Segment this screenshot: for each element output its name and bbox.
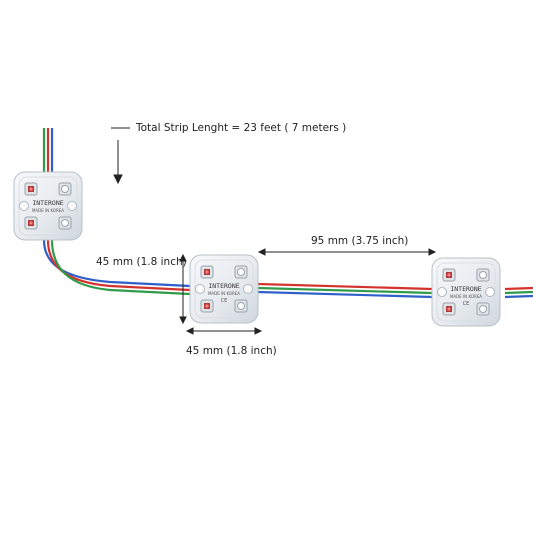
spacing-dimension-label: 95 mm (3.75 inch) — [311, 235, 409, 247]
wire-segment-1 — [42, 239, 191, 296]
width-dimension-arrow — [185, 327, 263, 335]
module-3-made-in: MADE IN KOREA — [450, 294, 482, 299]
wire-segment-2 — [257, 282, 433, 299]
module-1-brand: INTERONE — [32, 199, 63, 207]
total-length-bracket — [111, 127, 130, 185]
spacing-dimension-arrow — [257, 248, 437, 256]
module-3-ce: CE — [463, 301, 470, 307]
led-module-1: INTERONE MADE IN KOREA — [13, 171, 83, 241]
led-module-3: INTERONE MADE IN KOREA CE — [431, 257, 501, 327]
module-3-brand: INTERONE — [450, 285, 481, 293]
led-module-2: INTERONE MADE IN KOREA CE — [189, 254, 259, 324]
wire-tail — [504, 286, 533, 299]
module-2-brand: INTERONE — [208, 282, 239, 290]
height-dimension-label: 45 mm (1.8 inch) — [96, 256, 187, 268]
module-2-ce: CE — [221, 298, 228, 304]
wire-lead-top — [42, 128, 54, 175]
width-dimension-label: 45 mm (1.8 inch) — [186, 345, 277, 357]
module-2-made-in: MADE IN KOREA — [208, 291, 240, 296]
total-length-label: Total Strip Lenght = 23 feet ( 7 meters … — [136, 122, 347, 134]
module-1-made-in: MADE IN KOREA — [32, 208, 64, 213]
height-dimension-arrow — [179, 253, 187, 325]
